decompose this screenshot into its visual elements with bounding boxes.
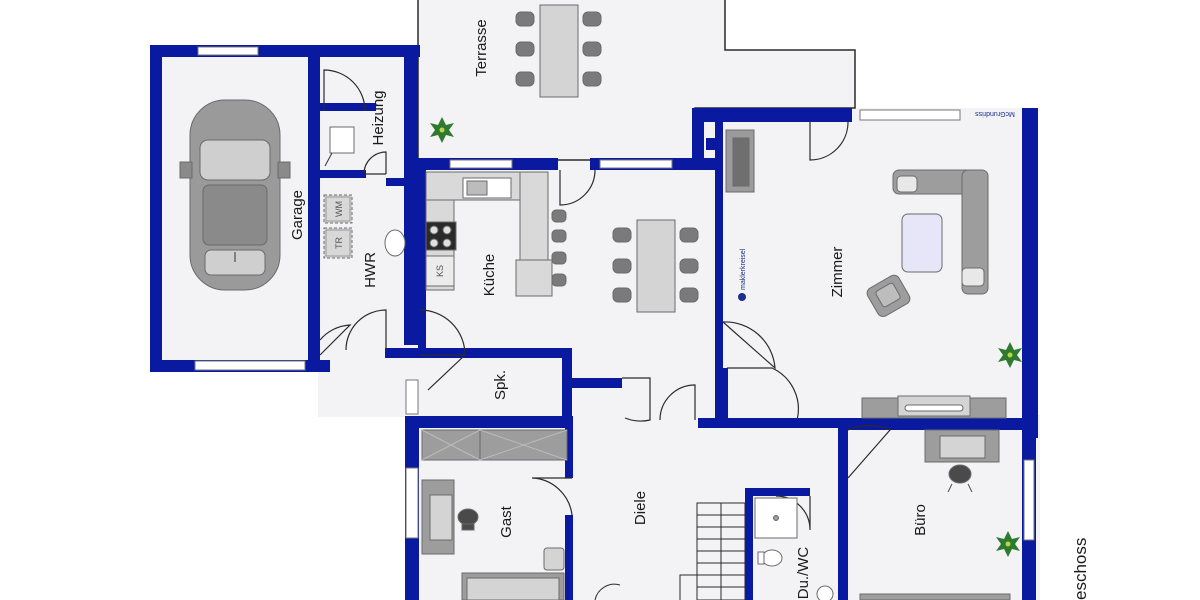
label-wm: WM [334, 201, 344, 217]
terrace-table [539, 4, 579, 98]
heater-icon [329, 126, 355, 154]
fridge-icon [425, 255, 455, 287]
staircase [594, 502, 746, 600]
room-label-heizung: Heizung [370, 90, 387, 145]
room-label-gast: Gast [498, 505, 515, 538]
plant-icon [998, 342, 1022, 368]
room-label-diele: Diele [632, 491, 649, 525]
plant-icon [430, 117, 454, 143]
maklerkreisel-logo-icon [738, 293, 746, 301]
watermark-mcgrundriss: McGrundriss [975, 110, 1015, 117]
chair-gast [457, 508, 479, 526]
room-label-terrasse: Terrasse [473, 19, 490, 77]
radiator-buero [859, 593, 1011, 600]
coffee-table [901, 213, 943, 273]
shower-icon [754, 497, 798, 539]
room-label-spk: Spk. [492, 370, 509, 400]
room-label-zimmer: Zimmer [829, 247, 846, 298]
terrace-chairs [515, 11, 602, 87]
floor-name-label: eschoss [1071, 538, 1090, 600]
room-label-kueche: Küche [481, 254, 498, 297]
room-label-hwr: HWR [362, 252, 379, 288]
nightstand [543, 547, 565, 571]
watermark-maklerkreisel: maklerkreisel [740, 248, 747, 290]
dryer-icon [323, 227, 353, 259]
washing-machine-icon [323, 194, 353, 224]
doors [319, 69, 891, 531]
washbasin-icon [816, 585, 834, 600]
dining-table [636, 219, 676, 313]
dining-chairs [612, 227, 699, 303]
car-icon [179, 99, 291, 291]
plant-icon [996, 531, 1020, 557]
label-ks: KS [435, 265, 445, 277]
label-tr: TR [334, 237, 344, 249]
room-label-garage: Garage [289, 190, 306, 240]
toilet-icon [761, 549, 783, 567]
sofa-icon [892, 169, 989, 295]
sink-icon [384, 229, 406, 257]
bar-stools [551, 209, 567, 287]
chair-buero [948, 464, 972, 484]
furniture [179, 4, 1011, 600]
room-label-duwc: Du./WC [795, 547, 812, 600]
room-label-buero: Büro [912, 504, 929, 536]
armchair-icon [866, 274, 911, 318]
windows [194, 46, 1035, 541]
